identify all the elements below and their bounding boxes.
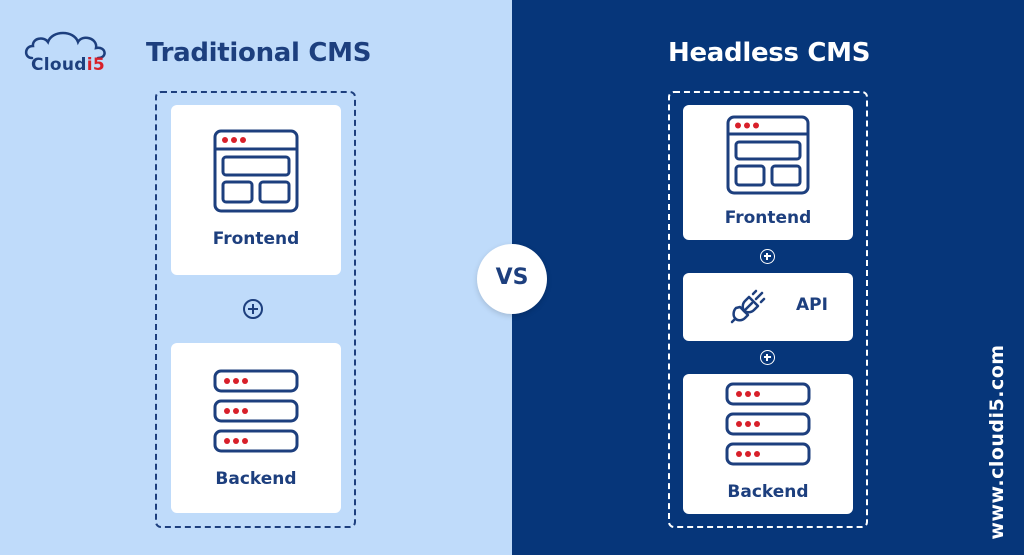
frontend-label: Frontend [724, 208, 812, 228]
traditional-frontend-card: Frontend [171, 105, 341, 275]
headless-cms-title: Headless CMS [668, 38, 871, 68]
plus-circle-icon [243, 299, 263, 319]
headless-cms-container [668, 91, 868, 528]
backend-label: Backend [215, 469, 297, 489]
api-label: API [796, 295, 828, 315]
vs-label: VS [495, 265, 529, 290]
frontend-browser-icon [726, 115, 810, 195]
headless-frontend-card: Frontend [683, 105, 853, 240]
backend-server-icon [213, 369, 299, 453]
api-card: API [683, 273, 853, 341]
backend-label: Backend [727, 482, 809, 502]
headless-backend-card: Backend [683, 374, 853, 514]
cloud-logo-icon [24, 31, 106, 60]
website-url: www.cloudi5.com [986, 344, 1008, 540]
plus-circle-icon [760, 249, 775, 264]
plus-circle-icon [760, 350, 775, 365]
api-plug-icon [730, 289, 766, 324]
backend-server-icon [725, 382, 811, 466]
frontend-label: Frontend [212, 229, 300, 249]
vs-badge: VS [477, 244, 547, 314]
frontend-browser-icon [213, 129, 299, 213]
brand-logo: Cloudi5 [31, 55, 106, 75]
traditional-cms-container [155, 91, 356, 528]
traditional-cms-title: Traditional CMS [146, 38, 372, 68]
traditional-backend-card: Backend [171, 343, 341, 513]
